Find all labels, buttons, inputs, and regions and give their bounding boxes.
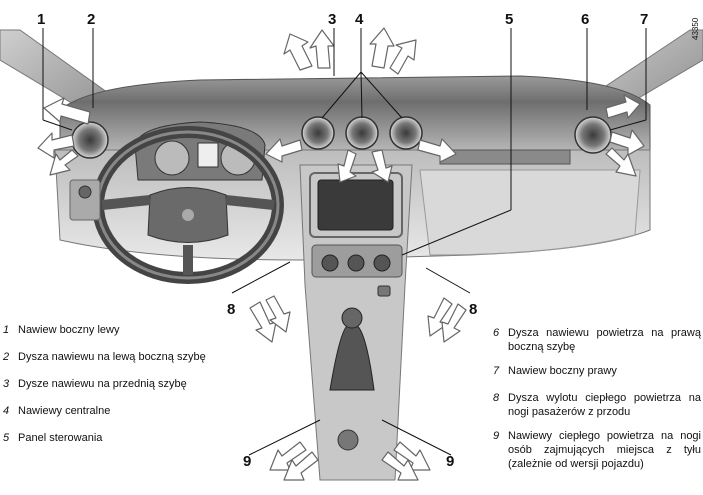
callout-8-right: 8 (469, 301, 477, 318)
legend-num: 5 (3, 432, 10, 444)
right-knob (373, 254, 391, 272)
legend-text: Dysza nawiewu na lewą boczną szybę (18, 351, 206, 363)
figure-ref-code: 43350 (691, 17, 700, 40)
leader-lines (42, 28, 647, 456)
central-vent-left (301, 116, 335, 150)
callout-1: 1 (37, 11, 45, 28)
callout-8-left: 8 (227, 301, 235, 318)
airflow-arrows (37, 27, 645, 481)
legend-text: Nawiewy ciepłego powietrza na nogi osób … (508, 430, 701, 470)
screen-bezel (309, 172, 403, 238)
callout-9-right: 9 (446, 453, 454, 470)
legend-text: Dysza wylotu ciepłego powietrza na nogi … (508, 392, 701, 418)
legend-item-9: 9 Nawiewy ciepłego powietrza na nogi osó… (493, 429, 701, 471)
legend-item-3: 3 Dysze nawiewu na przednią szybę (3, 377, 228, 391)
central-vent-right (389, 116, 423, 150)
legend-item-6: 6 Dysza nawiewu powietrza na prawą boczn… (493, 326, 701, 354)
callout-6: 6 (581, 11, 589, 28)
callout-9-left: 9 (243, 453, 251, 470)
legend-num: 1 (3, 324, 10, 336)
legend-num: 9 (493, 430, 500, 442)
legend-num: 6 (493, 327, 500, 339)
start-button (78, 185, 92, 199)
callout-numbers: 1 2 3 4 5 6 7 8 8 9 9 (37, 11, 648, 470)
cup-holder (337, 429, 359, 451)
legend-num: 4 (3, 405, 10, 417)
legend-item-8: 8 Dysza wylotu ciepłego powietrza na nog… (493, 391, 701, 419)
legend-num: 8 (493, 392, 500, 404)
legend-item-4: 4 Nawiewy centralne (3, 404, 228, 418)
callout-5: 5 (505, 11, 513, 28)
legend-text: Nawiewy centralne (18, 405, 111, 417)
legend-num: 3 (3, 378, 10, 390)
legend-text: Dysze nawiewu na przednią szybę (18, 378, 187, 390)
legend-text: Panel sterowania (18, 432, 103, 444)
legend-text: Dysza nawiewu powietrza na prawą boczną … (508, 327, 701, 353)
legend-item-7: 7 Nawiew boczny prawy (493, 364, 701, 378)
center-knob (347, 254, 365, 272)
legend-num: 2 (3, 351, 10, 363)
legend-text: Nawiew boczny lewy (18, 324, 120, 336)
legend-item-1: 1 Nawiew boczny lewy (3, 323, 228, 337)
callout-3: 3 (328, 11, 336, 28)
legend-text: Nawiew boczny prawy (508, 365, 617, 377)
legend-item-2: 2 Dysza nawiewu na lewą boczną szybę (3, 350, 243, 364)
tachometer (154, 140, 190, 176)
callout-4: 4 (355, 11, 364, 28)
left-knob (321, 254, 339, 272)
callout-2: 2 (87, 11, 95, 28)
callout-7: 7 (640, 11, 648, 28)
legend-num: 7 (493, 365, 500, 377)
infotainment-screen (317, 179, 394, 231)
legend-item-5: 5 Panel sterowania (3, 431, 228, 445)
left-switch-panel (69, 179, 101, 221)
gear-knob (341, 307, 363, 329)
glovebox (419, 169, 641, 256)
cluster-display (197, 142, 219, 168)
usb-port (377, 285, 391, 297)
